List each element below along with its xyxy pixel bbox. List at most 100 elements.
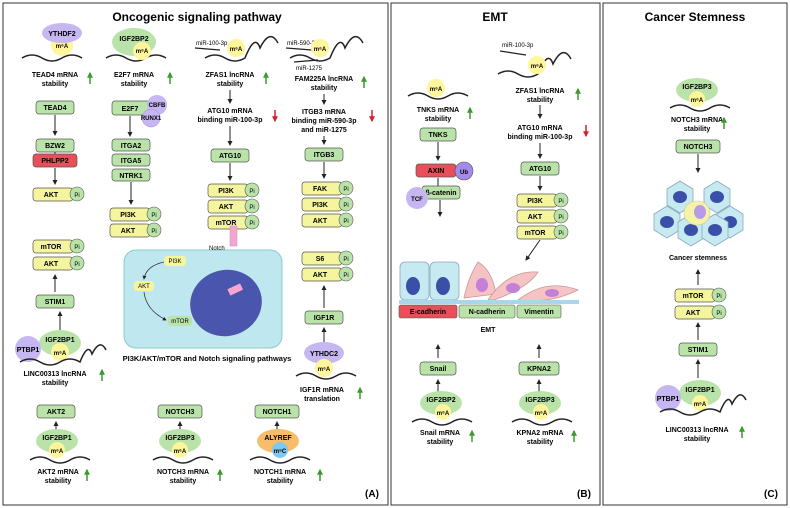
pi-label: Pi xyxy=(74,262,79,268)
box-label: AKT xyxy=(121,228,136,235)
box-label: mTOR xyxy=(525,230,546,237)
cell-illustration: Notch PI3K AKT mTOR PI3K/AKT/mTOR and No… xyxy=(123,225,291,363)
emt-marker: E-cadherin xyxy=(410,309,446,316)
pi-label: Pi xyxy=(343,219,348,225)
m6a-label: m⁶A xyxy=(318,367,331,373)
reader-label: IGF2BP3 xyxy=(682,84,711,91)
pi-label: Pi xyxy=(558,199,563,205)
m6a-label: m⁶A xyxy=(437,411,450,417)
box-label: mTOR xyxy=(216,220,237,227)
reader-label: IGF2BP2 xyxy=(119,36,148,43)
reader-label: YTHDF2 xyxy=(48,31,75,38)
panel-b-tag: (B) xyxy=(577,489,591,500)
stem-label: Cancer stemness xyxy=(669,255,727,262)
b-col1: m⁶A TNKS mRNA stability TNKS AXIN Ub β-c… xyxy=(406,79,474,217)
reader-label: IGF2BP3 xyxy=(165,435,194,442)
panel-b-title: EMT xyxy=(482,10,508,24)
pi3k-label: PI3K xyxy=(168,259,181,265)
box-label: PI3K xyxy=(120,212,136,219)
caption-line: stability xyxy=(427,439,454,446)
a-left-lower: mTOR Pi AKT Pi STIM1 IGF2BP1 m⁶A PTBP1 L… xyxy=(15,238,107,387)
caption-line: stability xyxy=(170,478,197,485)
pi-label: Pi xyxy=(343,273,348,279)
reader-label: YTHDC2 xyxy=(310,351,338,358)
a-col2: IGF2BP2 m⁶A E2F7 mRNA stability E2F7 CBF… xyxy=(105,28,173,238)
caption-line: stability xyxy=(121,81,148,88)
box-label: PI3K xyxy=(312,202,328,209)
box-label: AKT xyxy=(528,214,543,221)
m6a-label: m⁶A xyxy=(694,402,707,408)
reader-label: IGF2BP1 xyxy=(42,435,71,442)
m6a-label: m⁶A xyxy=(531,64,544,70)
caption-line: KPNA2 mRNA xyxy=(516,430,563,437)
box-label: ITGA5 xyxy=(121,158,142,165)
m6a-label: m⁶A xyxy=(430,87,443,93)
stem-cells: Cancer stemness xyxy=(653,180,744,262)
mirna-label: miR-590-3p xyxy=(287,41,319,47)
pi-label: Pi xyxy=(74,193,79,199)
panel-a-tag: (A) xyxy=(365,489,379,500)
caption-line: binding miR-590-3p xyxy=(292,118,357,125)
box-label: PI3K xyxy=(218,188,234,195)
mirna-label: miR-1275 xyxy=(296,66,323,72)
caption-line: stability xyxy=(311,85,338,92)
caption-line: NOTCH3 mRNA xyxy=(671,117,723,124)
caption-line: TEAD4 mRNA xyxy=(32,72,78,79)
emt-illustration: E-cadherin N-cadherin Vimentin EMT xyxy=(398,261,580,334)
box-label: AXIN xyxy=(428,168,445,175)
caption-line: TNKS mRNA xyxy=(417,107,459,114)
reader-label: IGF2BP3 xyxy=(525,397,554,404)
b-bottom-row: Snail IGF2BP2 m⁶A Snail mRNA stability K… xyxy=(411,344,577,446)
box-label: IGF1R xyxy=(314,315,335,322)
mtor-label: mTOR xyxy=(171,319,189,325)
box-label: NOTCH3 xyxy=(166,409,195,416)
m6a-label: m⁶A xyxy=(136,49,149,55)
notch-label: Notch xyxy=(209,246,225,252)
pi-label: Pi xyxy=(74,245,79,251)
box-label: TEAD4 xyxy=(44,105,67,112)
reader-label: IGF2BP1 xyxy=(685,387,714,394)
caption-line: ZFAS1 lncRNA xyxy=(515,88,564,95)
box-label: AKT xyxy=(219,204,234,211)
a-col1: m⁶A YTHDF2 TEAD4 mRNA stability TEAD4 BZ… xyxy=(21,23,93,202)
a-col3: miR-100-3p m⁶A ZFAS1 lncRNA stability AT… xyxy=(194,35,279,230)
m5c-label: m⁵C xyxy=(274,449,287,455)
caption-line: ATG10 mRNA xyxy=(207,108,252,115)
a-col4: miR-590-3p miR-1275 m⁶A FAM225A lncRNA s… xyxy=(285,35,375,403)
box-label: STIM1 xyxy=(688,347,709,354)
box-label: PHLPP2 xyxy=(41,158,68,165)
akt-label: AKT xyxy=(138,284,150,290)
m6a-label: m⁶A xyxy=(56,44,69,50)
caption-line: stability xyxy=(267,478,294,485)
box-label: ATG10 xyxy=(219,153,241,160)
box-label: TNKS xyxy=(428,132,447,139)
box-label: ITGB3 xyxy=(314,152,335,159)
caption-line: binding miR-100-3p xyxy=(508,134,573,141)
box-label: AKT2 xyxy=(47,409,65,416)
pi-label: Pi xyxy=(249,205,254,211)
box-label: STIM1 xyxy=(45,299,66,306)
caption-line: AKT2 mRNA xyxy=(37,469,79,476)
emt-marker: N-cadherin xyxy=(469,309,506,316)
pi-label: Pi xyxy=(343,257,348,263)
box-label: NOTCH3 xyxy=(684,144,713,151)
panel-c-tag: (C) xyxy=(764,489,778,500)
a-bottom-row: AKT2 IGF2BP1 m⁶A AKT2 mRNA stability NOT… xyxy=(29,404,323,485)
reader-label: IGF2BP1 xyxy=(45,337,74,344)
b-col2: miR-100-3p m⁶A ZFAS1 lncRNA stability AT… xyxy=(497,43,589,261)
ptbp1-label: PTBP1 xyxy=(657,396,680,403)
box-label: AKT xyxy=(313,272,328,279)
caption-line: Snail mRNA xyxy=(420,430,460,437)
caption-line: stability xyxy=(684,436,711,443)
box-label: β-catenin xyxy=(425,190,456,197)
tcf-label: TCF xyxy=(411,197,423,203)
pi-label: Pi xyxy=(151,229,156,235)
caption-line: stability xyxy=(217,81,244,88)
reader-protein xyxy=(42,23,82,43)
caption-line: IGF1R mRNA xyxy=(300,387,344,394)
caption-line: translation xyxy=(304,396,340,403)
ub-label: Ub xyxy=(460,170,468,176)
box-label: E2F7 xyxy=(122,106,139,113)
reader-label: IGF2BP2 xyxy=(426,397,455,404)
box-label: S6 xyxy=(316,256,325,263)
